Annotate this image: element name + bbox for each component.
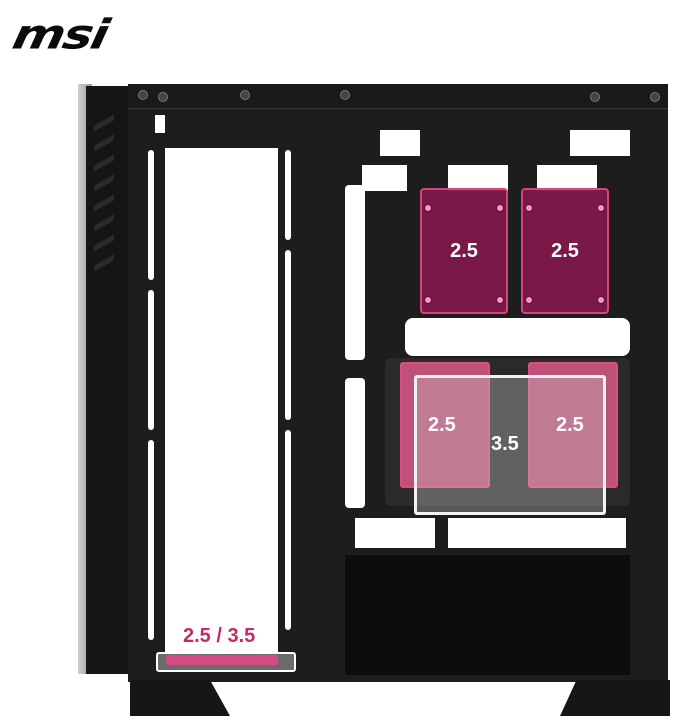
bay-label-cage-right: 2.5 [556,414,584,436]
cutout [155,115,165,133]
cable-cutout [405,318,630,356]
screw-icon [590,92,600,102]
screw-icon [138,90,148,100]
psu-shroud-opening [165,148,278,656]
cutout [570,130,630,156]
cutout [355,518,435,548]
screw-icon [340,90,350,100]
rail [285,150,291,240]
front-panel [86,86,130,674]
rail [148,150,154,280]
cutout [448,165,508,191]
ssd-bay-upper-left: 2.5 [420,188,508,314]
screw-icon [240,90,250,100]
bay-label-cage-center: 3.5 [491,433,519,455]
rail [148,290,154,430]
case-foot-right [560,680,670,716]
psu-chamber [345,555,630,675]
mount-point-icon [496,204,504,212]
cable-cutout [345,378,365,508]
mount-point-icon [424,296,432,304]
top-panel [128,84,668,109]
mount-point-icon [597,204,605,212]
rail [285,250,291,420]
cable-cutout [345,185,365,360]
bay-label: 2.5 [551,239,579,262]
ssd-bay-upper-right: 2.5 [521,188,609,314]
bay-label: 2.5 [450,239,478,262]
rail [148,440,154,640]
screw-icon [650,92,660,102]
case-foot-left [130,680,230,716]
cutout [537,165,597,191]
mount-point-icon [525,296,533,304]
mount-point-icon [424,204,432,212]
cutout [362,165,407,191]
screw-icon [158,92,168,102]
mount-point-icon [597,296,605,304]
hdd-bay-cage-center [414,375,606,515]
bay-label-cage-left: 2.5 [428,414,456,436]
mount-point-icon [496,296,504,304]
cutout [448,518,626,548]
msi-logo: msi [8,10,112,59]
cutout [380,130,420,156]
drive-bay-bottom-highlight [166,655,278,665]
bay-label-bottom: 2.5 / 3.5 [183,625,256,647]
rail [285,430,291,630]
mount-point-icon [525,204,533,212]
